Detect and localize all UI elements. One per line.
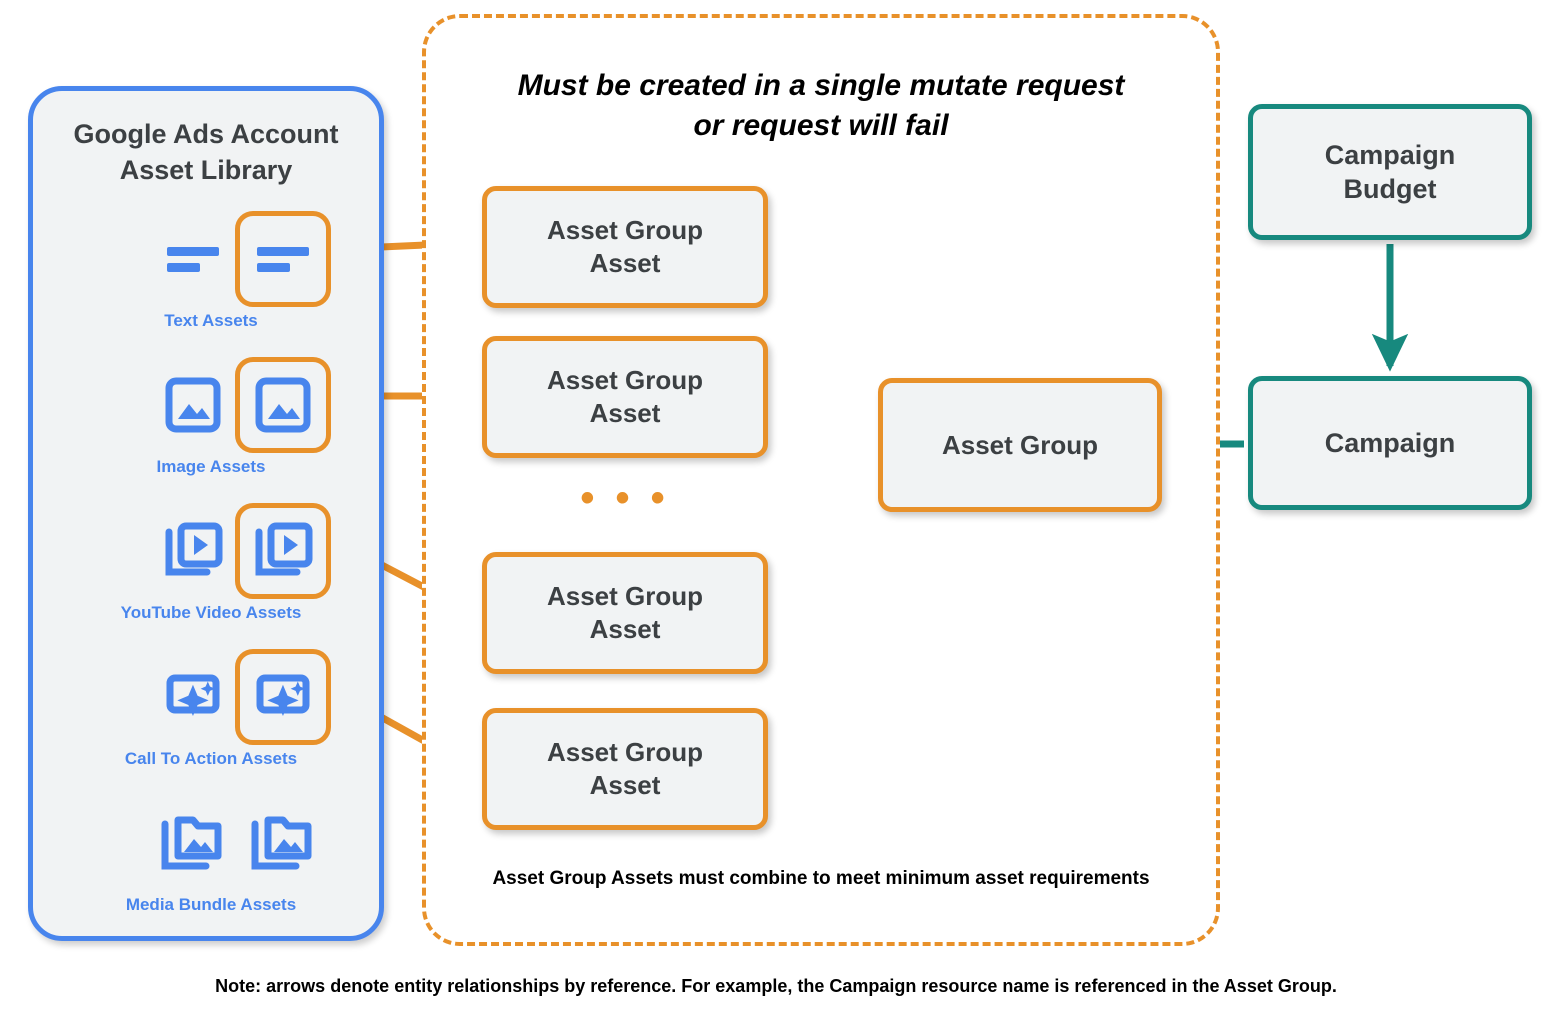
video-stack-icon-selected[interactable] — [235, 503, 331, 599]
image-icon — [145, 357, 241, 453]
icon-pair-media-bundle — [59, 795, 363, 891]
asset-caption-cta: Call To Action Assets — [124, 749, 298, 768]
minimum-asset-requirements-note: Asset Group Assets must combine to meet … — [492, 868, 1150, 889]
campaign-node[interactable]: Campaign — [1248, 376, 1532, 510]
text-lines-icon — [145, 211, 241, 307]
icon-pair-cta — [59, 649, 363, 745]
asset-row-text: Text Assets — [33, 211, 389, 345]
library-title: Google Ads Account Asset Library — [73, 119, 339, 185]
asset-row-image: Image Assets — [33, 357, 389, 491]
asset-group-asset-node[interactable]: Asset Group Asset — [482, 186, 768, 308]
asset-row-video: YouTube Video Assets — [33, 503, 389, 637]
asset-group-asset-node[interactable]: Asset Group Asset — [482, 552, 768, 674]
ellipsis-indicator: • • • — [580, 476, 670, 520]
asset-caption-media-bundle: Media Bundle Assets — [125, 895, 297, 914]
asset-caption-text: Text Assets — [164, 311, 258, 330]
campaign-budget-node[interactable]: Campaign Budget — [1248, 104, 1532, 240]
asset-caption-image: Image Assets — [156, 457, 266, 476]
icon-pair-image — [59, 357, 363, 453]
icon-pair-text — [59, 211, 363, 307]
footer-note: Note: arrows denote entity relationships… — [215, 976, 1337, 996]
mutate-request-note: Must be created in a single mutate reque… — [517, 69, 1125, 142]
asset-group-node[interactable]: Asset Group — [878, 378, 1162, 512]
call-to-action-sparkle-icon — [145, 649, 241, 745]
asset-library-panel: Google Ads Account Asset Library Text — [28, 86, 384, 941]
asset-caption-video: YouTube Video Assets — [120, 603, 302, 622]
asset-row-media-bundle: Media Bundle Assets — [33, 795, 389, 929]
call-to-action-sparkle-icon-selected[interactable] — [235, 649, 331, 745]
media-bundle-folder-icon — [145, 795, 241, 891]
asset-row-cta: Call To Action Assets — [33, 649, 389, 783]
asset-group-asset-node[interactable]: Asset Group Asset — [482, 708, 768, 830]
media-bundle-folder-icon-2 — [235, 795, 331, 891]
icon-pair-video — [59, 503, 363, 599]
text-lines-icon-selected[interactable] — [235, 211, 331, 307]
video-stack-icon — [145, 503, 241, 599]
asset-group-asset-node[interactable]: Asset Group Asset — [482, 336, 768, 458]
image-icon-selected[interactable] — [235, 357, 331, 453]
